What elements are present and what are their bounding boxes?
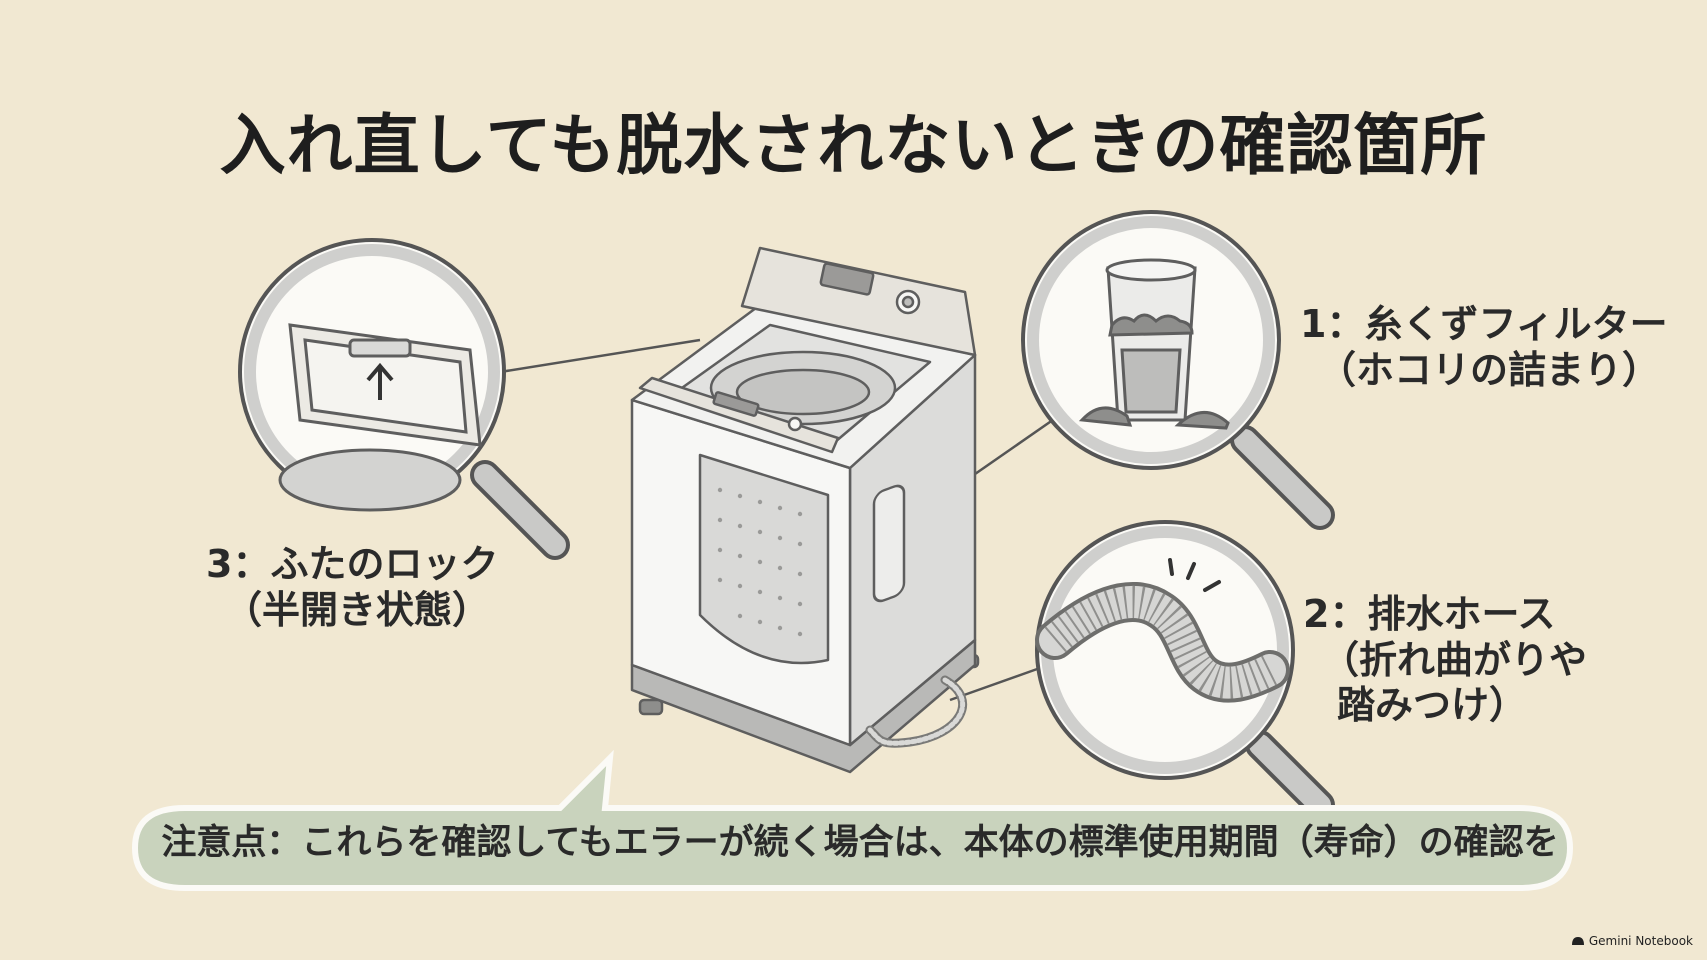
brand-name: Gemini Notebook [1588,934,1693,948]
callout-lid-lock: 3：ふたのロック （半開き状態） [206,542,498,633]
callout-drain-hose-detail-2: 踏みつけ） [1337,683,1528,728]
callout-drain-hose: 2：排水ホース （折れ曲がりや 踏みつけ） [1303,592,1587,729]
brand-logo-icon [1571,937,1584,945]
callout-lint-filter-title: 1：糸くずフィルター [1300,302,1668,346]
callout-lid-lock-detail: （半開き状態） [224,587,491,632]
callout-lint-filter-detail: （ホコリの詰まり） [1318,347,1661,392]
callout-drain-hose-detail-1: （折れ曲がりや [1321,637,1588,682]
caution-note: 注意点：これらを確認してもエラーが続く場合は、本体の標準使用期間（寿命）の確認を [161,823,1559,863]
magnifier-drain-hose [1035,520,1335,820]
leader-line-lid [499,338,701,374]
hose-illustration [1035,558,1290,703]
lid-illustration [278,323,482,512]
note-bubble [131,749,1574,891]
page-title: 入れ直しても脱水されないときの確認箇所 [219,107,1488,184]
drum-holes [717,487,803,637]
magnifier-lid-lock [238,238,570,560]
callout-lint-filter: 1：糸くずフィルター （ホコリの詰まり） [1300,302,1668,393]
callout-lid-lock-title: 3：ふたのロック [206,542,499,586]
magnifier-lint-filter [1021,210,1335,530]
callout-drain-hose-title: 2：排水ホース [1303,592,1556,636]
filter-illustration [1078,258,1230,430]
washing-machine [630,246,980,774]
brand-watermark: Gemini Notebook [1571,934,1693,948]
